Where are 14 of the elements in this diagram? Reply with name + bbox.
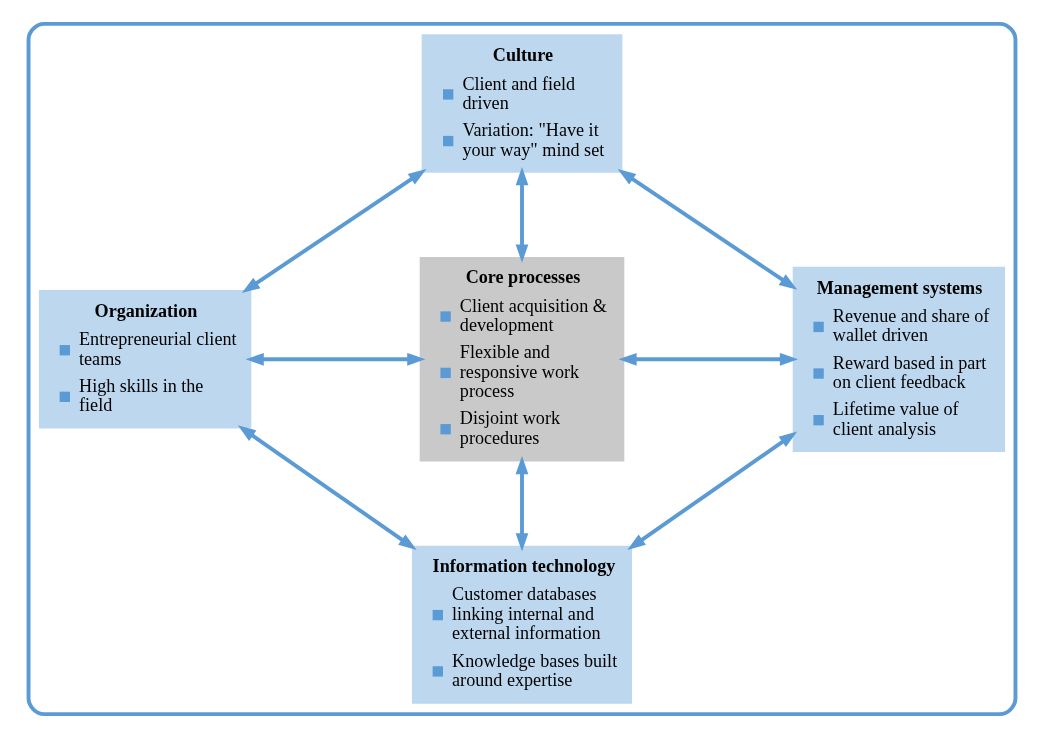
arrow <box>241 169 426 294</box>
arrow <box>626 431 797 550</box>
arrow <box>237 425 417 551</box>
arrow <box>515 455 528 552</box>
arrow <box>515 167 528 263</box>
node-box: Culture Client and field driven Variation: "Have it your way" mind set <box>421 34 622 173</box>
arrow <box>617 352 798 366</box>
node-box: Organization Entrepreneurial client teams High skills in the field <box>38 290 251 429</box>
node-box: Management systems Revenue and share of wallet driven Reward based in part on client feedback Lifetime value of client analysis <box>792 266 1005 452</box>
cluster <box>26 21 1017 717</box>
arrow <box>617 169 797 290</box>
arrow <box>245 352 425 366</box>
node-box: Core processes Client acquisition & development Flexible and responsive work process Disjoint work procedures <box>419 256 624 462</box>
node-box: Information technology Customer databases linking internal and external information Knowledge bases built around expertise <box>411 545 632 704</box>
